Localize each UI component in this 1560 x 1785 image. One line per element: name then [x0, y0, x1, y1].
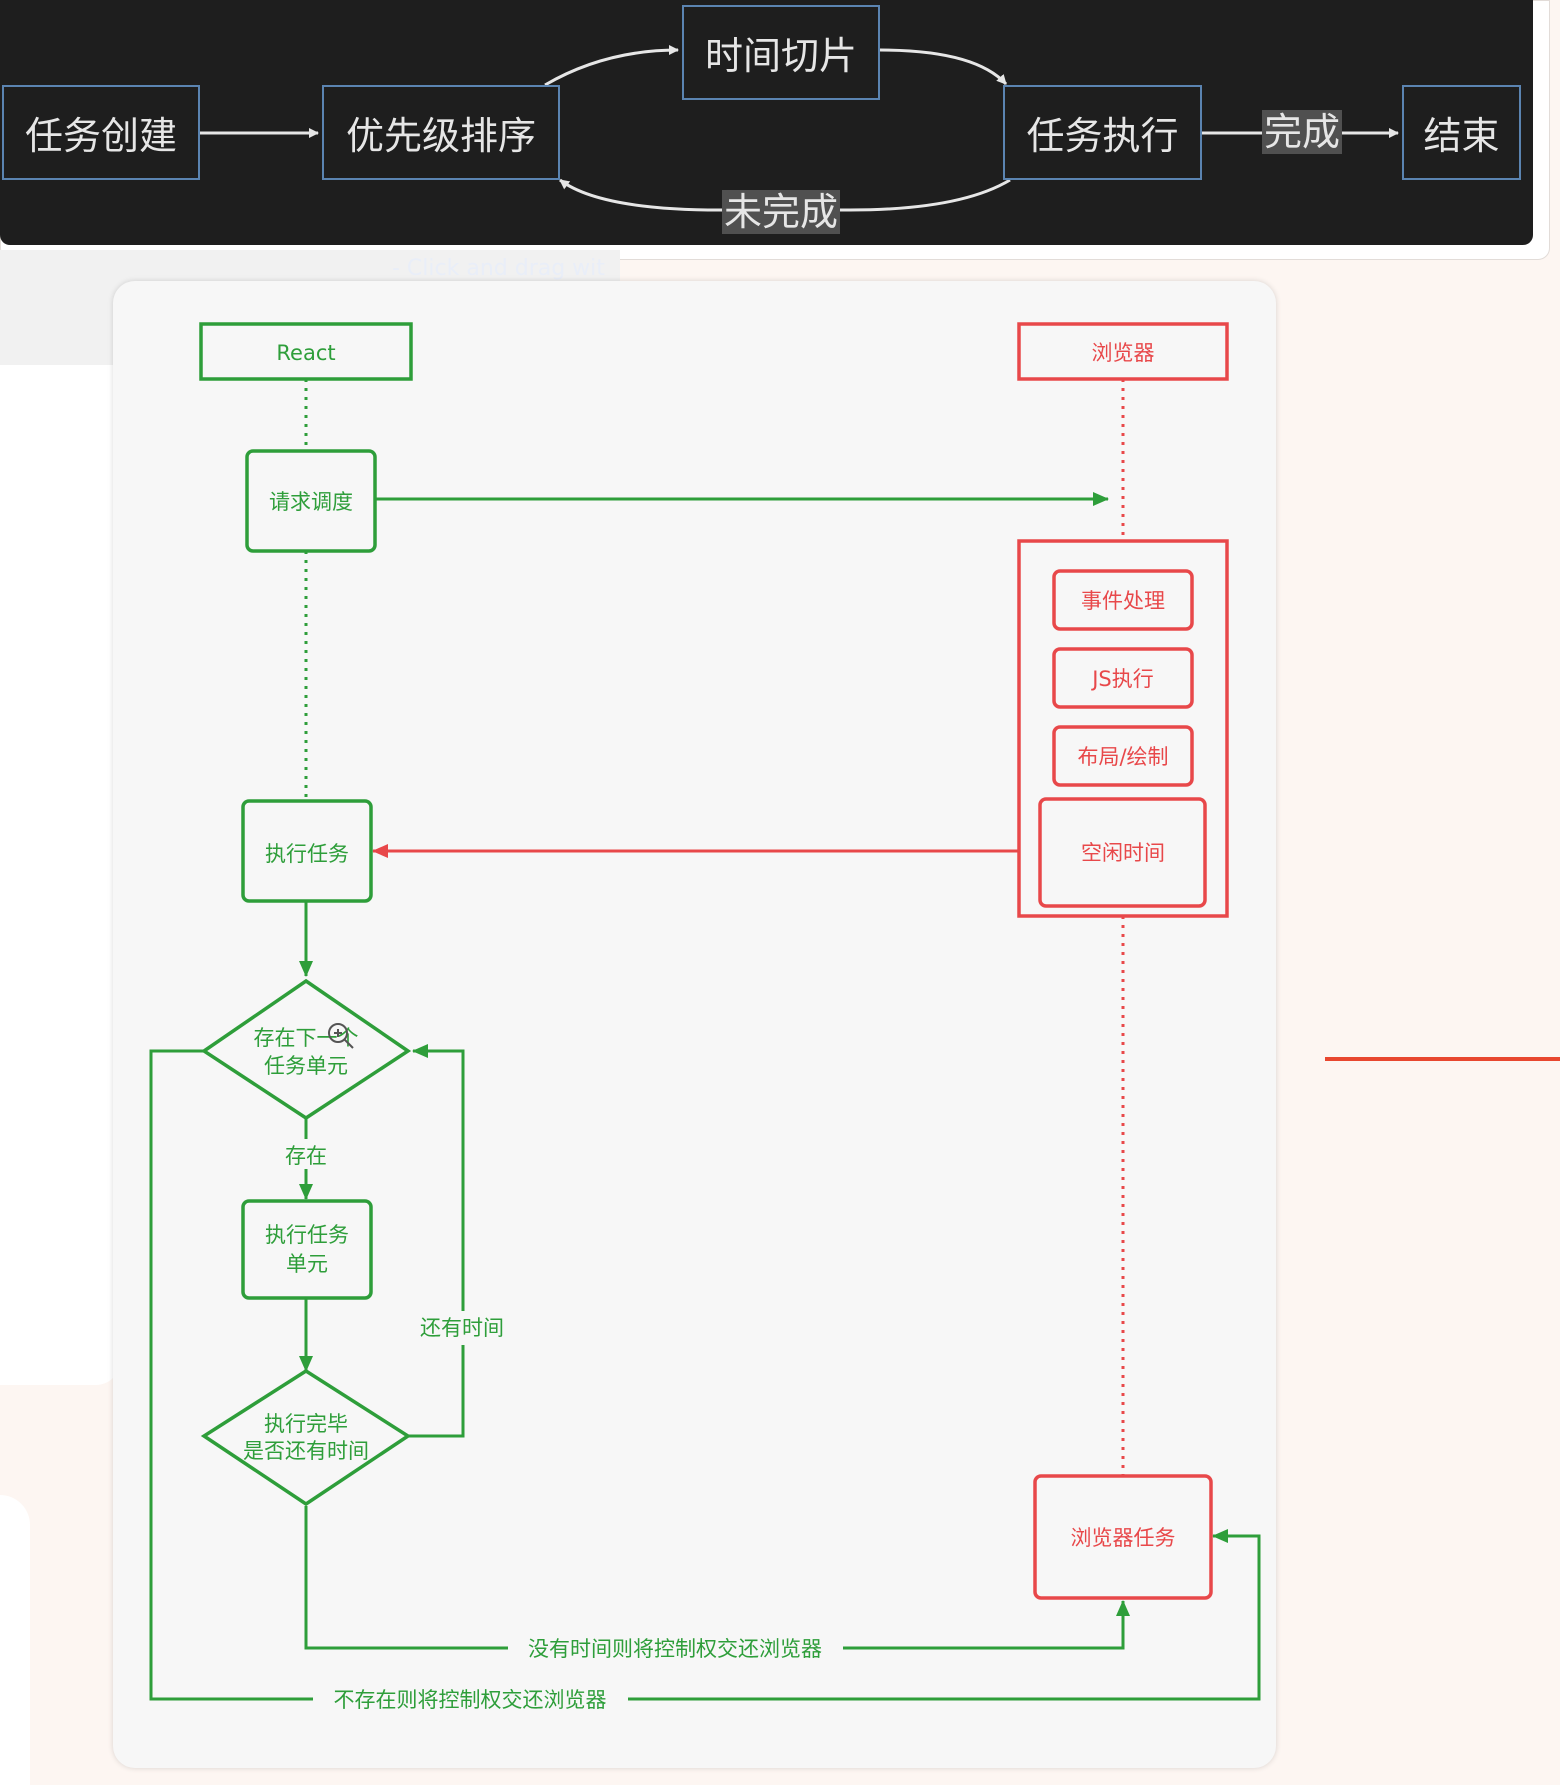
background-panel-bottom: [0, 1495, 30, 1785]
label-not-exist: 不存在则将控制权交还浏览器: [334, 1688, 607, 1712]
edge-no-time: [304, 1506, 1130, 1650]
label-bg-not-exist: [313, 1684, 628, 1714]
edge-sort-slice: [544, 45, 679, 87]
node-browser-label: 浏览器: [1092, 341, 1155, 365]
node-idle-time: [1038, 797, 1207, 908]
decision1-line1: 存在下一个: [254, 1026, 359, 1050]
edge-label-not-done: 未完成: [722, 190, 841, 234]
node-decision-next-unit: [200, 978, 412, 1121]
node-priority-sort: 优先级排序: [322, 85, 560, 180]
decision2-line2: 是否还有时间: [243, 1439, 369, 1463]
node-idle-label: 空闲时间: [1081, 841, 1165, 865]
zoom-cursor-icon: [328, 1023, 354, 1049]
node-task-execute: 任务执行: [1003, 85, 1202, 180]
node-browser: [1017, 322, 1229, 381]
node-decision-finished: [200, 1368, 412, 1507]
edge-time-left-loop: [408, 1044, 465, 1438]
edge-not-exist: [149, 1049, 1261, 1701]
node-execute-unit: [241, 1199, 373, 1300]
edge-label-done: 完成: [1262, 110, 1343, 154]
node-request-label: 请求调度: [269, 490, 353, 514]
label-bg-no-time: [508, 1633, 843, 1663]
node-time-slice: 时间切片: [682, 5, 880, 100]
node-event-handling: [1052, 569, 1194, 631]
node-request-schedule: [245, 449, 377, 553]
red-annotation-line: [1325, 1057, 1560, 1061]
top-flow-diagram: 任务创建 优先级排序 时间切片 任务执行 结束 完成 未完成: [0, 0, 1533, 245]
label-no-time: 没有时间则将控制权交还浏览器: [528, 1637, 822, 1661]
background-hint-text: - Click and drag wit: [392, 256, 605, 281]
node-task-create: 任务创建: [2, 85, 200, 180]
label-time-left: 还有时间: [420, 1316, 504, 1340]
label-bg-time-left: [413, 1311, 508, 1345]
node-layout-paint: [1052, 725, 1194, 787]
background-panel: [0, 365, 120, 1385]
node-browser-task-label: 浏览器任务: [1071, 1526, 1176, 1550]
node-browser-task: [1033, 1474, 1213, 1600]
edge-slice-exec: [879, 48, 1008, 86]
label-bg-exist: [278, 1139, 334, 1169]
scheduler-flowchart: React 请求调度 执行任务 存在下一个 任务单元 存在 执行任务 单元 还有…: [113, 281, 1276, 1768]
node-end: 结束: [1402, 85, 1521, 180]
node-execute-label: 执行任务: [265, 842, 349, 866]
node-layout-label: 布局/绘制: [1077, 745, 1168, 769]
decision1-line2: 任务单元: [264, 1054, 348, 1078]
node-react-label: React: [276, 341, 335, 365]
decision2-line1: 执行完毕: [264, 1412, 348, 1436]
node-js-execution: [1052, 647, 1194, 709]
exec-unit-line2: 单元: [286, 1252, 328, 1276]
flowchart-canvas: React 请求调度 执行任务 存在下一个 任务单元 存在 执行任务 单元 还有…: [149, 322, 1261, 1714]
node-react: [199, 322, 413, 381]
label-exist: 存在: [285, 1144, 327, 1168]
node-execute-task: [241, 799, 373, 903]
node-event-label: 事件处理: [1081, 589, 1165, 613]
exec-unit-line1: 执行任务: [265, 1223, 349, 1247]
node-js-label: JS执行: [1090, 667, 1154, 691]
